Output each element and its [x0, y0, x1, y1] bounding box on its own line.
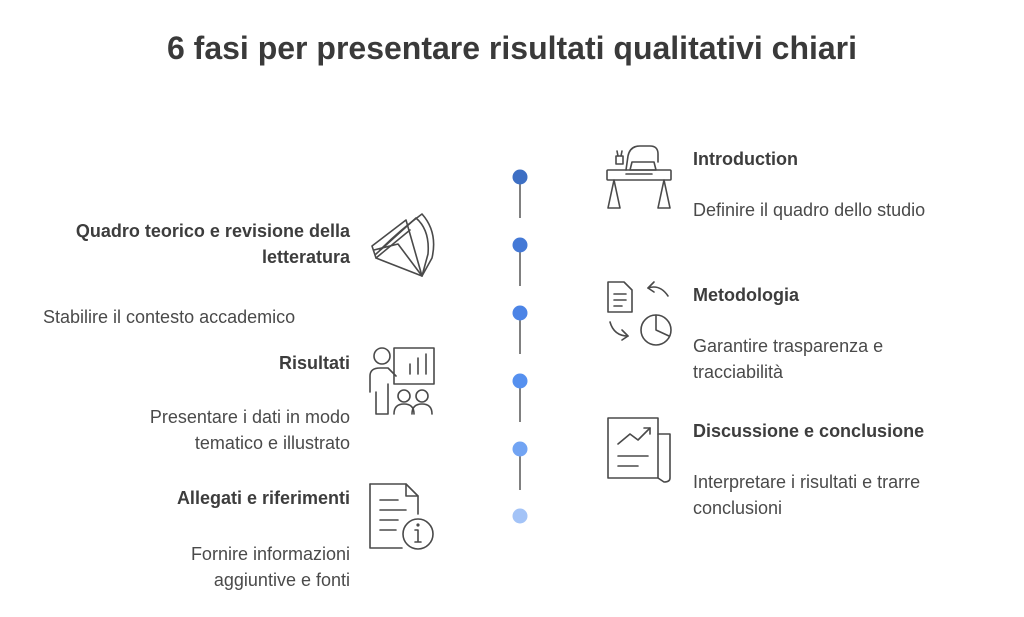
step-description: Definire il quadro dello studio: [693, 200, 926, 220]
step-allegati: Allegati e riferimenti Fornire informazi…: [40, 485, 350, 593]
step-heading: Discussione e conclusione: [693, 421, 925, 441]
page-title: 6 fasi per presentare risultati qualitat…: [166, 30, 858, 66]
step-metodologia: Metodologia Garantire trasparenza e trac…: [693, 282, 993, 385]
report-chart-icon: [604, 414, 676, 486]
timeline-dot-4: [512, 373, 528, 389]
document-cycle-icon: [604, 278, 676, 350]
step-heading: Risultati: [278, 353, 350, 373]
step-description: Interpretare i risultati e trarre conclu…: [693, 472, 921, 518]
step-heading: Metodologia: [693, 285, 799, 305]
info-document-icon: [366, 480, 438, 552]
presentation-icon: [366, 344, 438, 416]
timeline-dot-2: [512, 237, 528, 253]
desk-icon: [604, 142, 674, 212]
timeline-dot-5: [512, 441, 528, 457]
timeline: [512, 169, 528, 524]
step-heading: Introduction: [693, 149, 798, 169]
step-description: Garantire trasparenza e tracciabilità: [693, 336, 884, 382]
papers-icon: [366, 208, 438, 280]
step-discussione: Discussione e conclusione Interpretare i…: [693, 418, 993, 521]
step-heading: Allegati e riferimenti: [176, 488, 350, 508]
step-quadro-teorico: Quadro teorico e revisione della lettera…: [40, 218, 350, 330]
timeline-dot-6: [512, 508, 528, 524]
step-description: Presentare i dati in modo tematico e ill…: [149, 407, 350, 453]
timeline-dot-1: [512, 169, 528, 185]
step-heading: Quadro teorico e revisione della lettera…: [75, 221, 350, 267]
timeline-dot-3: [512, 305, 528, 321]
step-description: Stabilire il contesto accademico: [43, 307, 296, 327]
step-description: Fornire informazioni aggiuntive e fonti: [190, 544, 350, 590]
step-risultati: Risultati Presentare i dati in modo tema…: [40, 350, 350, 456]
step-introduction: Introduction Definire il quadro dello st…: [693, 146, 993, 223]
